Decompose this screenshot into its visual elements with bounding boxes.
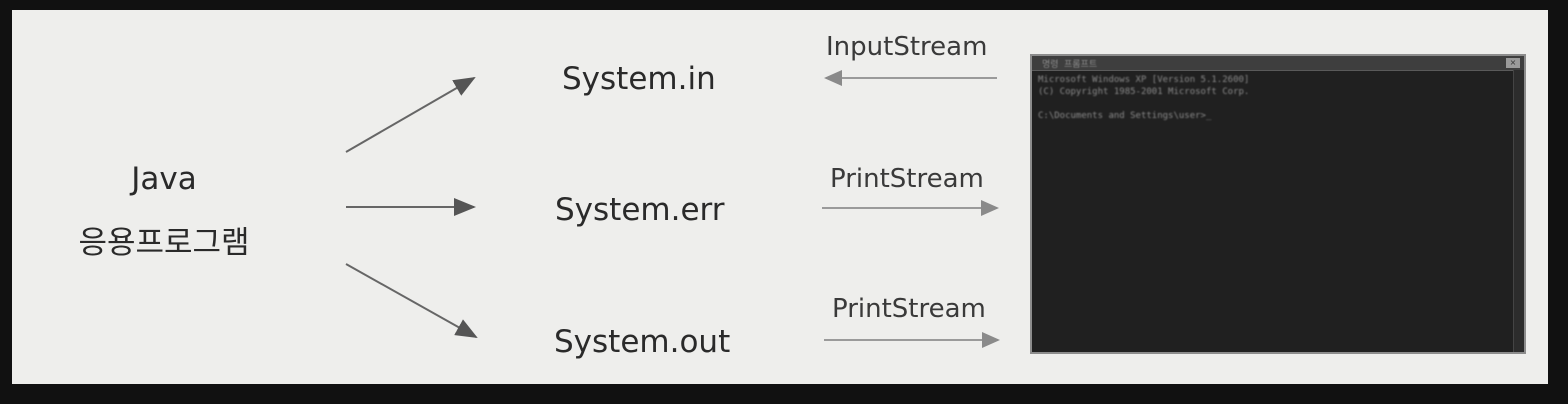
arrow-app-to-system-out [345,263,478,338]
console-scrollbar [1513,70,1524,352]
console-titlebar: 명령 프롬프트 × [1032,56,1524,71]
console-body: Microsoft Windows XP [Version 5.1.2600] … [1032,71,1524,127]
console-line: C:\Documents and Settings\user>_ [1038,111,1212,121]
stream-type-system-err: PrintStream [830,164,984,194]
stream-diagram: Java 응용프로그램 System.in System.err System.… [12,10,1548,384]
console-window: 명령 프롬프트 × Microsoft Windows XP [Version … [1030,54,1526,354]
close-icon: × [1506,58,1520,68]
stream-name-system-out: System.out [554,324,731,360]
console-line: (C) Copyright 1985-2001 Microsoft Corp. [1038,87,1250,97]
console-line: Microsoft Windows XP [Version 5.1.2600] [1038,75,1250,85]
stream-type-system-in: InputStream [826,32,988,62]
app-label-line2: 응용프로그램 [78,225,250,261]
arrow-layer [345,70,1000,348]
arrow-app-to-system-in [345,76,476,153]
stream-name-system-in: System.in [562,61,716,97]
console-line [1038,99,1518,111]
stream-type-system-out: PrintStream [832,294,986,324]
app-label-line1: Java [131,161,197,197]
console-title: 명령 프롬프트 [1042,60,1098,70]
stream-name-system-err: System.err [555,192,725,228]
